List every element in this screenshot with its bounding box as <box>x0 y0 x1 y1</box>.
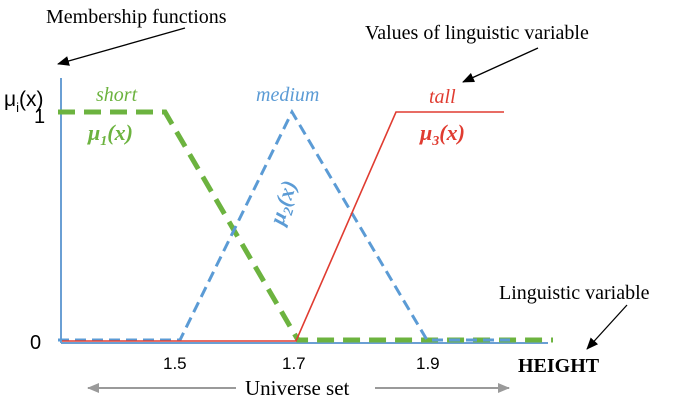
mu3-label: μ3(x) <box>419 120 465 149</box>
tall-label: tall <box>429 86 456 108</box>
x-tick-1.7: 1.7 <box>282 354 306 373</box>
membership-functions-arrow <box>57 27 186 66</box>
mu1-label: μ1(x) <box>87 120 133 149</box>
values-arrow <box>462 47 539 83</box>
universe-set-label: Universe set <box>245 376 350 400</box>
linguistic-variable-arrow <box>586 304 628 350</box>
short-label: short <box>96 84 138 106</box>
tall-membership-line <box>62 111 504 342</box>
svg-text:μi(x): μi(x) <box>4 88 44 115</box>
linguistic-variable-label: Linguistic variable <box>499 282 650 304</box>
membership-functions-label: Membership functions <box>46 6 227 28</box>
y-axis-label: μi(x) <box>4 88 44 115</box>
x-tick-1.5: 1.5 <box>163 354 187 373</box>
short-membership-line <box>58 109 553 343</box>
medium-membership-line <box>58 108 510 342</box>
x-axis-label: HEIGHT <box>518 355 600 377</box>
values-of-linguistic-variable-label: Values of linguistic variable <box>365 22 589 44</box>
mu2-label: μ2(x) <box>264 177 306 230</box>
medium-label: medium <box>256 84 319 106</box>
y-tick-0: 0 <box>30 332 41 354</box>
y-tick-1: 1 <box>34 106 45 128</box>
x-tick-1.9: 1.9 <box>416 354 440 373</box>
